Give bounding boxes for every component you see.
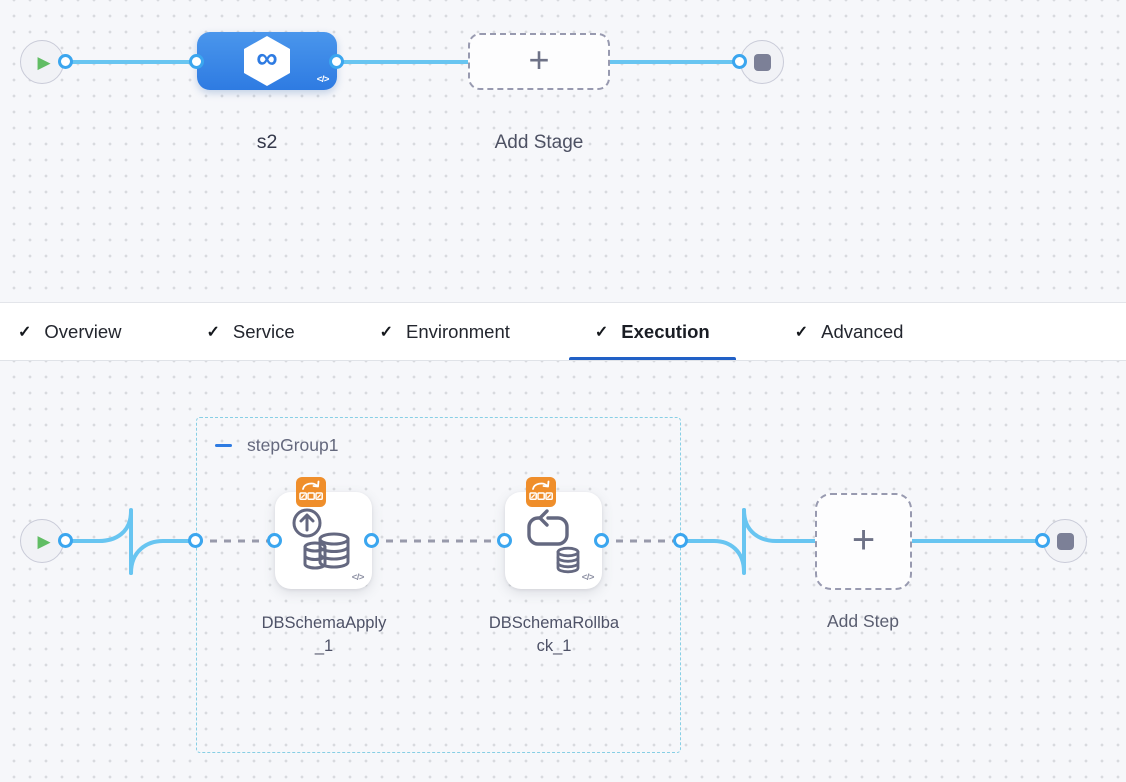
check-icon: ✓: [594, 323, 609, 341]
db-schema-rollback-icon: [527, 509, 580, 574]
stage-node-s2[interactable]: ∞ </>: [197, 32, 337, 90]
port-step1-out[interactable]: [364, 533, 379, 548]
plus-icon: +: [528, 39, 550, 80]
add-stage-button[interactable]: +: [468, 33, 610, 90]
port-exec-end-in[interactable]: [1035, 533, 1050, 548]
step1-name-label: DBSchemaApply_1: [261, 614, 387, 655]
port-group-in[interactable]: [188, 533, 203, 548]
stage-pipeline-canvas[interactable]: ▶ ∞ </> + s2 Add Stage: [0, 0, 1126, 302]
code-icon: </>: [581, 572, 595, 583]
code-icon: </>: [316, 74, 330, 85]
tab-service[interactable]: ✓ Service: [206, 320, 295, 342]
port-end-in[interactable]: [732, 54, 747, 69]
stage-name-label: s2: [256, 131, 278, 153]
stage-config-tabbar: ✓ Overview ✓ Service ✓ Environment ✓ Exe…: [0, 302, 1126, 361]
port-step2-out[interactable]: [594, 533, 609, 548]
step-node-dbschemaapply[interactable]: </>: [275, 477, 372, 589]
port-step1-in[interactable]: [267, 533, 282, 548]
check-icon: ✓: [18, 323, 32, 341]
check-icon: ✓: [206, 323, 220, 341]
collapse-icon[interactable]: [215, 443, 232, 448]
add-step-label: Add Step: [827, 611, 899, 631]
stop-icon: [753, 53, 771, 71]
check-icon: ✓: [794, 323, 809, 341]
tab-execution[interactable]: ✓ Execution: [568, 303, 736, 360]
deploy-stage-icon: ∞: [244, 36, 290, 86]
step-node-dbschemarollback[interactable]: </>: [505, 477, 602, 589]
looping-strategy-icon: [296, 477, 326, 507]
tab-overview[interactable]: ✓ Overview: [18, 320, 122, 342]
pipeline-end-node[interactable]: [740, 40, 784, 84]
tab-advanced[interactable]: ✓ Advanced: [794, 320, 904, 342]
execution-start-node[interactable]: ▶: [20, 519, 64, 563]
step2-name-label: DBSchemaRollback_1: [488, 614, 620, 655]
port-start-out[interactable]: [58, 54, 73, 69]
plus-icon: +: [851, 518, 876, 562]
add-stage-label: Add Stage: [494, 132, 584, 153]
add-step-button[interactable]: +: [815, 493, 912, 590]
stop-icon: [1056, 532, 1074, 550]
execution-end-node[interactable]: [1043, 519, 1087, 563]
play-icon: ▶: [37, 531, 51, 551]
db-schema-apply-icon: [292, 508, 350, 570]
tab-environment[interactable]: ✓ Environment: [379, 320, 510, 342]
port-stage-out[interactable]: [329, 54, 344, 69]
port-stage-in[interactable]: [189, 54, 204, 69]
pipeline-start-node[interactable]: ▶: [20, 40, 64, 84]
port-group-out[interactable]: [673, 533, 688, 548]
looping-strategy-icon: [526, 477, 556, 507]
port-step2-in[interactable]: [497, 533, 512, 548]
step-group-name: stepGroup1: [247, 435, 339, 455]
play-icon: ▶: [37, 52, 51, 72]
step-group-header: stepGroup1: [215, 435, 338, 456]
code-icon: </>: [351, 572, 365, 583]
execution-graph-canvas[interactable]: stepGroup1 ▶: [0, 361, 1126, 782]
port-exec-start-out[interactable]: [58, 533, 73, 548]
check-icon: ✓: [379, 323, 394, 341]
step-group-container[interactable]: stepGroup1: [196, 417, 681, 753]
